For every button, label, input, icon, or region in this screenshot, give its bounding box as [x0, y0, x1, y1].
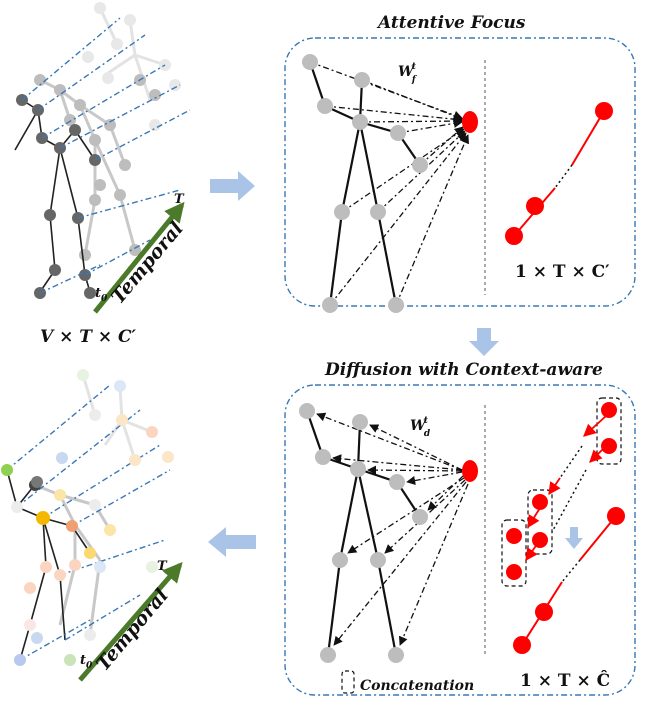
- context-sequence: [501, 397, 622, 587]
- right-flow-arrow: [210, 171, 255, 201]
- input-skeleton-sequence: Temporal T t0 V × T × C′: [14, 2, 191, 347]
- concatenation-legend-box: [341, 670, 355, 694]
- diffusion-title: Diffusion with Context-aware: [324, 360, 603, 380]
- temporal-axis-label: Temporal: [107, 218, 188, 308]
- input-shape-label: V × T × C′: [40, 327, 137, 347]
- focus-attention-arrows: [309, 61, 469, 306]
- front-frame-skeleton: [14, 99, 96, 293]
- start-tick-label: t0: [95, 286, 108, 304]
- output-skeleton-sequence: Temporal T t0: [1, 369, 183, 682]
- focus-output-label: 1 × T × C′: [515, 262, 610, 282]
- diffusion-source-node: [462, 460, 478, 482]
- down-flow-arrow: [469, 328, 499, 356]
- output-end-tick-label: T: [157, 559, 168, 574]
- temporal-axis-arrow: [93, 201, 185, 314]
- back-frame-joints: [82, 2, 181, 131]
- diffusion-output-sequence: [513, 507, 625, 654]
- focus-target-node: [462, 111, 478, 133]
- output-start-tick-label: t0: [80, 653, 93, 671]
- diffusion-down-arrow: [565, 527, 583, 549]
- diffusion-skeleton-bones: [305, 410, 421, 656]
- diffusion-output-label: 1 × T × Ĉ: [520, 670, 610, 691]
- concatenation-legend-label: Concatenation: [360, 678, 474, 694]
- middle-frame-joints: [34, 74, 161, 261]
- output-temporal-axis-label: Temporal: [92, 585, 173, 675]
- diffusion-skeleton-joints: [299, 403, 428, 663]
- attentive-focus-title: Attentive Focus: [376, 13, 526, 33]
- diffusion-frame: [284, 384, 636, 696]
- left-flow-arrow: [208, 527, 256, 557]
- output-temporal-axis-arrow: [78, 561, 183, 682]
- attentive-focus-frame: [284, 37, 636, 307]
- focus-skeleton-joints: [302, 54, 428, 313]
- diffusion-arrows: [316, 412, 469, 646]
- temporal-trajectories: [21, 17, 191, 294]
- output-colored-joints: [1, 369, 174, 666]
- focus-output-sequence: [505, 102, 613, 245]
- end-tick-label: T: [174, 192, 185, 207]
